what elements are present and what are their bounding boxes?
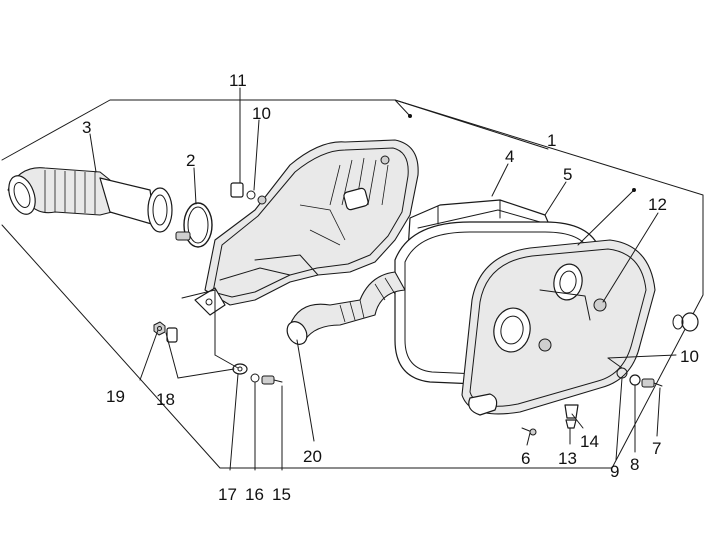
callout-15: 15: [272, 485, 291, 504]
part-clip-11: [230, 182, 244, 198]
callout-16: 16: [245, 485, 264, 504]
callout-10-right: 10: [680, 347, 699, 366]
callout-12: 12: [648, 195, 667, 214]
part-nut-19: [153, 321, 166, 336]
part-rear-cover: [461, 239, 656, 416]
part-plug-14: [564, 404, 579, 419]
callout-13: 13: [558, 449, 577, 468]
part-air-box-housing: [194, 139, 419, 316]
part-intake-duct: [7, 167, 173, 233]
callout-11: 11: [229, 71, 247, 90]
part-intake-hose: [286, 271, 406, 345]
callout-2: 2: [186, 151, 195, 170]
assembly-boundary: [1, 99, 704, 469]
part-breather-cap: [672, 312, 699, 332]
part-hose-clamp: [175, 202, 213, 248]
callout-4: 4: [505, 147, 514, 166]
callout-7: 7: [652, 439, 661, 458]
callout-10-top: 10: [252, 104, 271, 123]
callout-1: 1: [547, 131, 556, 150]
part-screw-7: [641, 378, 663, 388]
callout-5: 5: [563, 165, 572, 184]
leader-lines: [89, 87, 677, 471]
part-drain-13: [565, 419, 577, 429]
part-washer-16: [250, 373, 260, 383]
callout-labels: 1 2 3 4 5 6 7 8 9 10 10 11 12 13 14 15 1…: [82, 71, 699, 504]
callout-20: 20: [303, 447, 322, 466]
callout-8: 8: [630, 455, 639, 474]
callout-17: 17: [218, 485, 237, 504]
part-screw-6: [521, 427, 537, 436]
part-screw-15: [261, 375, 283, 385]
callout-9: 9: [610, 462, 619, 481]
part-spacer-17: [232, 363, 248, 375]
callout-3: 3: [82, 118, 91, 137]
part-spacer-18: [166, 327, 178, 343]
callout-6: 6: [521, 449, 530, 468]
callout-14: 14: [580, 432, 599, 451]
callout-18: 18: [156, 390, 175, 409]
callout-19: 19: [106, 387, 125, 406]
part-washer-10-top: [246, 190, 256, 200]
part-washer-8: [629, 374, 641, 386]
